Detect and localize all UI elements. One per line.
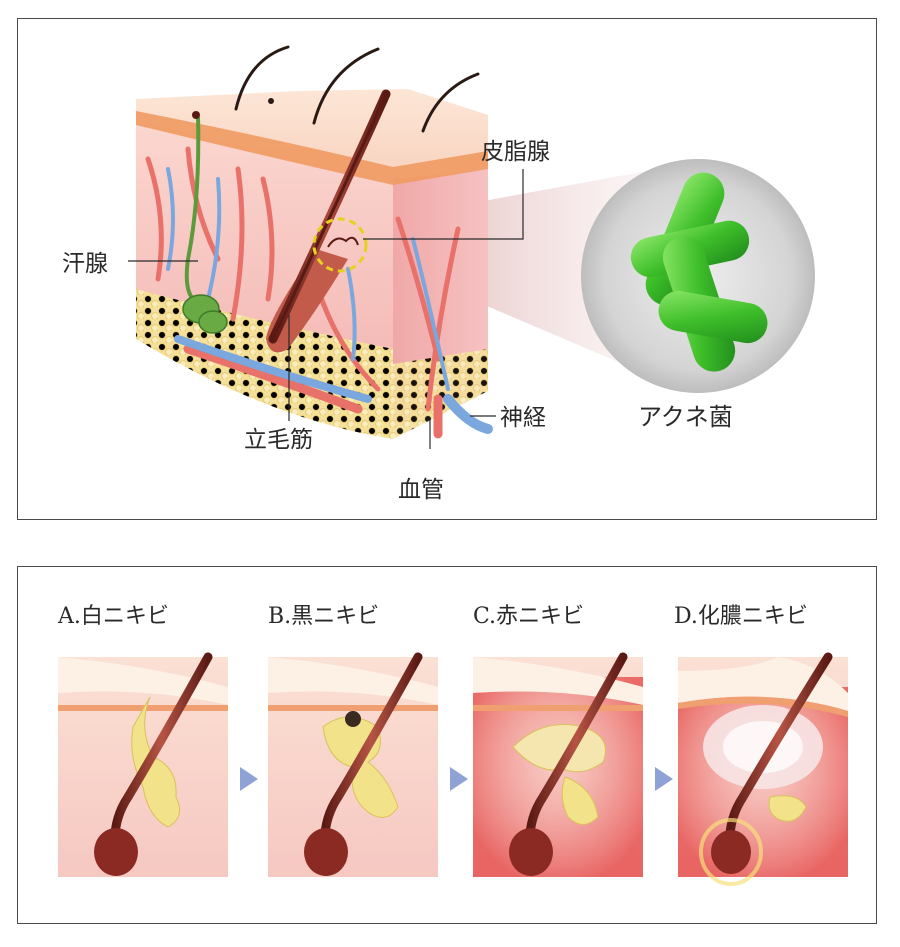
hair-follicle (266, 89, 391, 353)
stage-arrow-3 (655, 767, 673, 791)
label-arrector-pili: 立毛筋 (244, 427, 313, 453)
skin-top-surface (136, 89, 488, 179)
epidermis-layer (136, 111, 488, 185)
stage-c-label: C.赤ニキビ (473, 604, 584, 629)
acne-bacteria-illustration (581, 159, 815, 393)
skin-cross-section-diagram: 汗腺 皮脂腺 立毛筋 血管 神経 アクネ菌 (62, 45, 815, 503)
stage-d-illustration (678, 652, 848, 886)
label-nerve: 神経 (500, 405, 546, 431)
stage-arrow-1 (240, 767, 258, 791)
stage-arrow-2 (450, 767, 468, 791)
stage-d-label: D.化膿ニキビ (674, 604, 808, 629)
sweat-gland (182, 111, 228, 334)
stage-a-illustration (58, 652, 228, 877)
label-acne-bacteria: アクネ菌 (638, 403, 733, 431)
skin-structure-panel: 汗腺 皮脂腺 立毛筋 血管 神経 アクネ菌 (17, 18, 877, 520)
surface-hairs (234, 45, 480, 133)
sebaceous-gland-highlight (312, 217, 368, 273)
label-sweat-gland: 汗腺 (62, 251, 108, 277)
leader-lines (128, 169, 524, 449)
stage-b-label: B.黒ニキビ (268, 604, 379, 629)
stage-a-label: A.白ニキビ (57, 604, 169, 629)
stage-c-illustration (473, 652, 643, 877)
arteries (145, 146, 461, 439)
acne-stages-diagram: A.白ニキビ B.黒ニキビ C.赤ニキビ D.化膿ニキビ (57, 604, 848, 886)
veins (166, 167, 493, 434)
stage-b-illustration (268, 652, 438, 877)
acne-stages-panel: A.白ニキビ B.黒ニキビ C.赤ニキビ D.化膿ニキビ (17, 566, 877, 924)
label-blood-vessel: 血管 (398, 477, 444, 503)
label-sebaceous-gland: 皮脂腺 (481, 139, 550, 165)
